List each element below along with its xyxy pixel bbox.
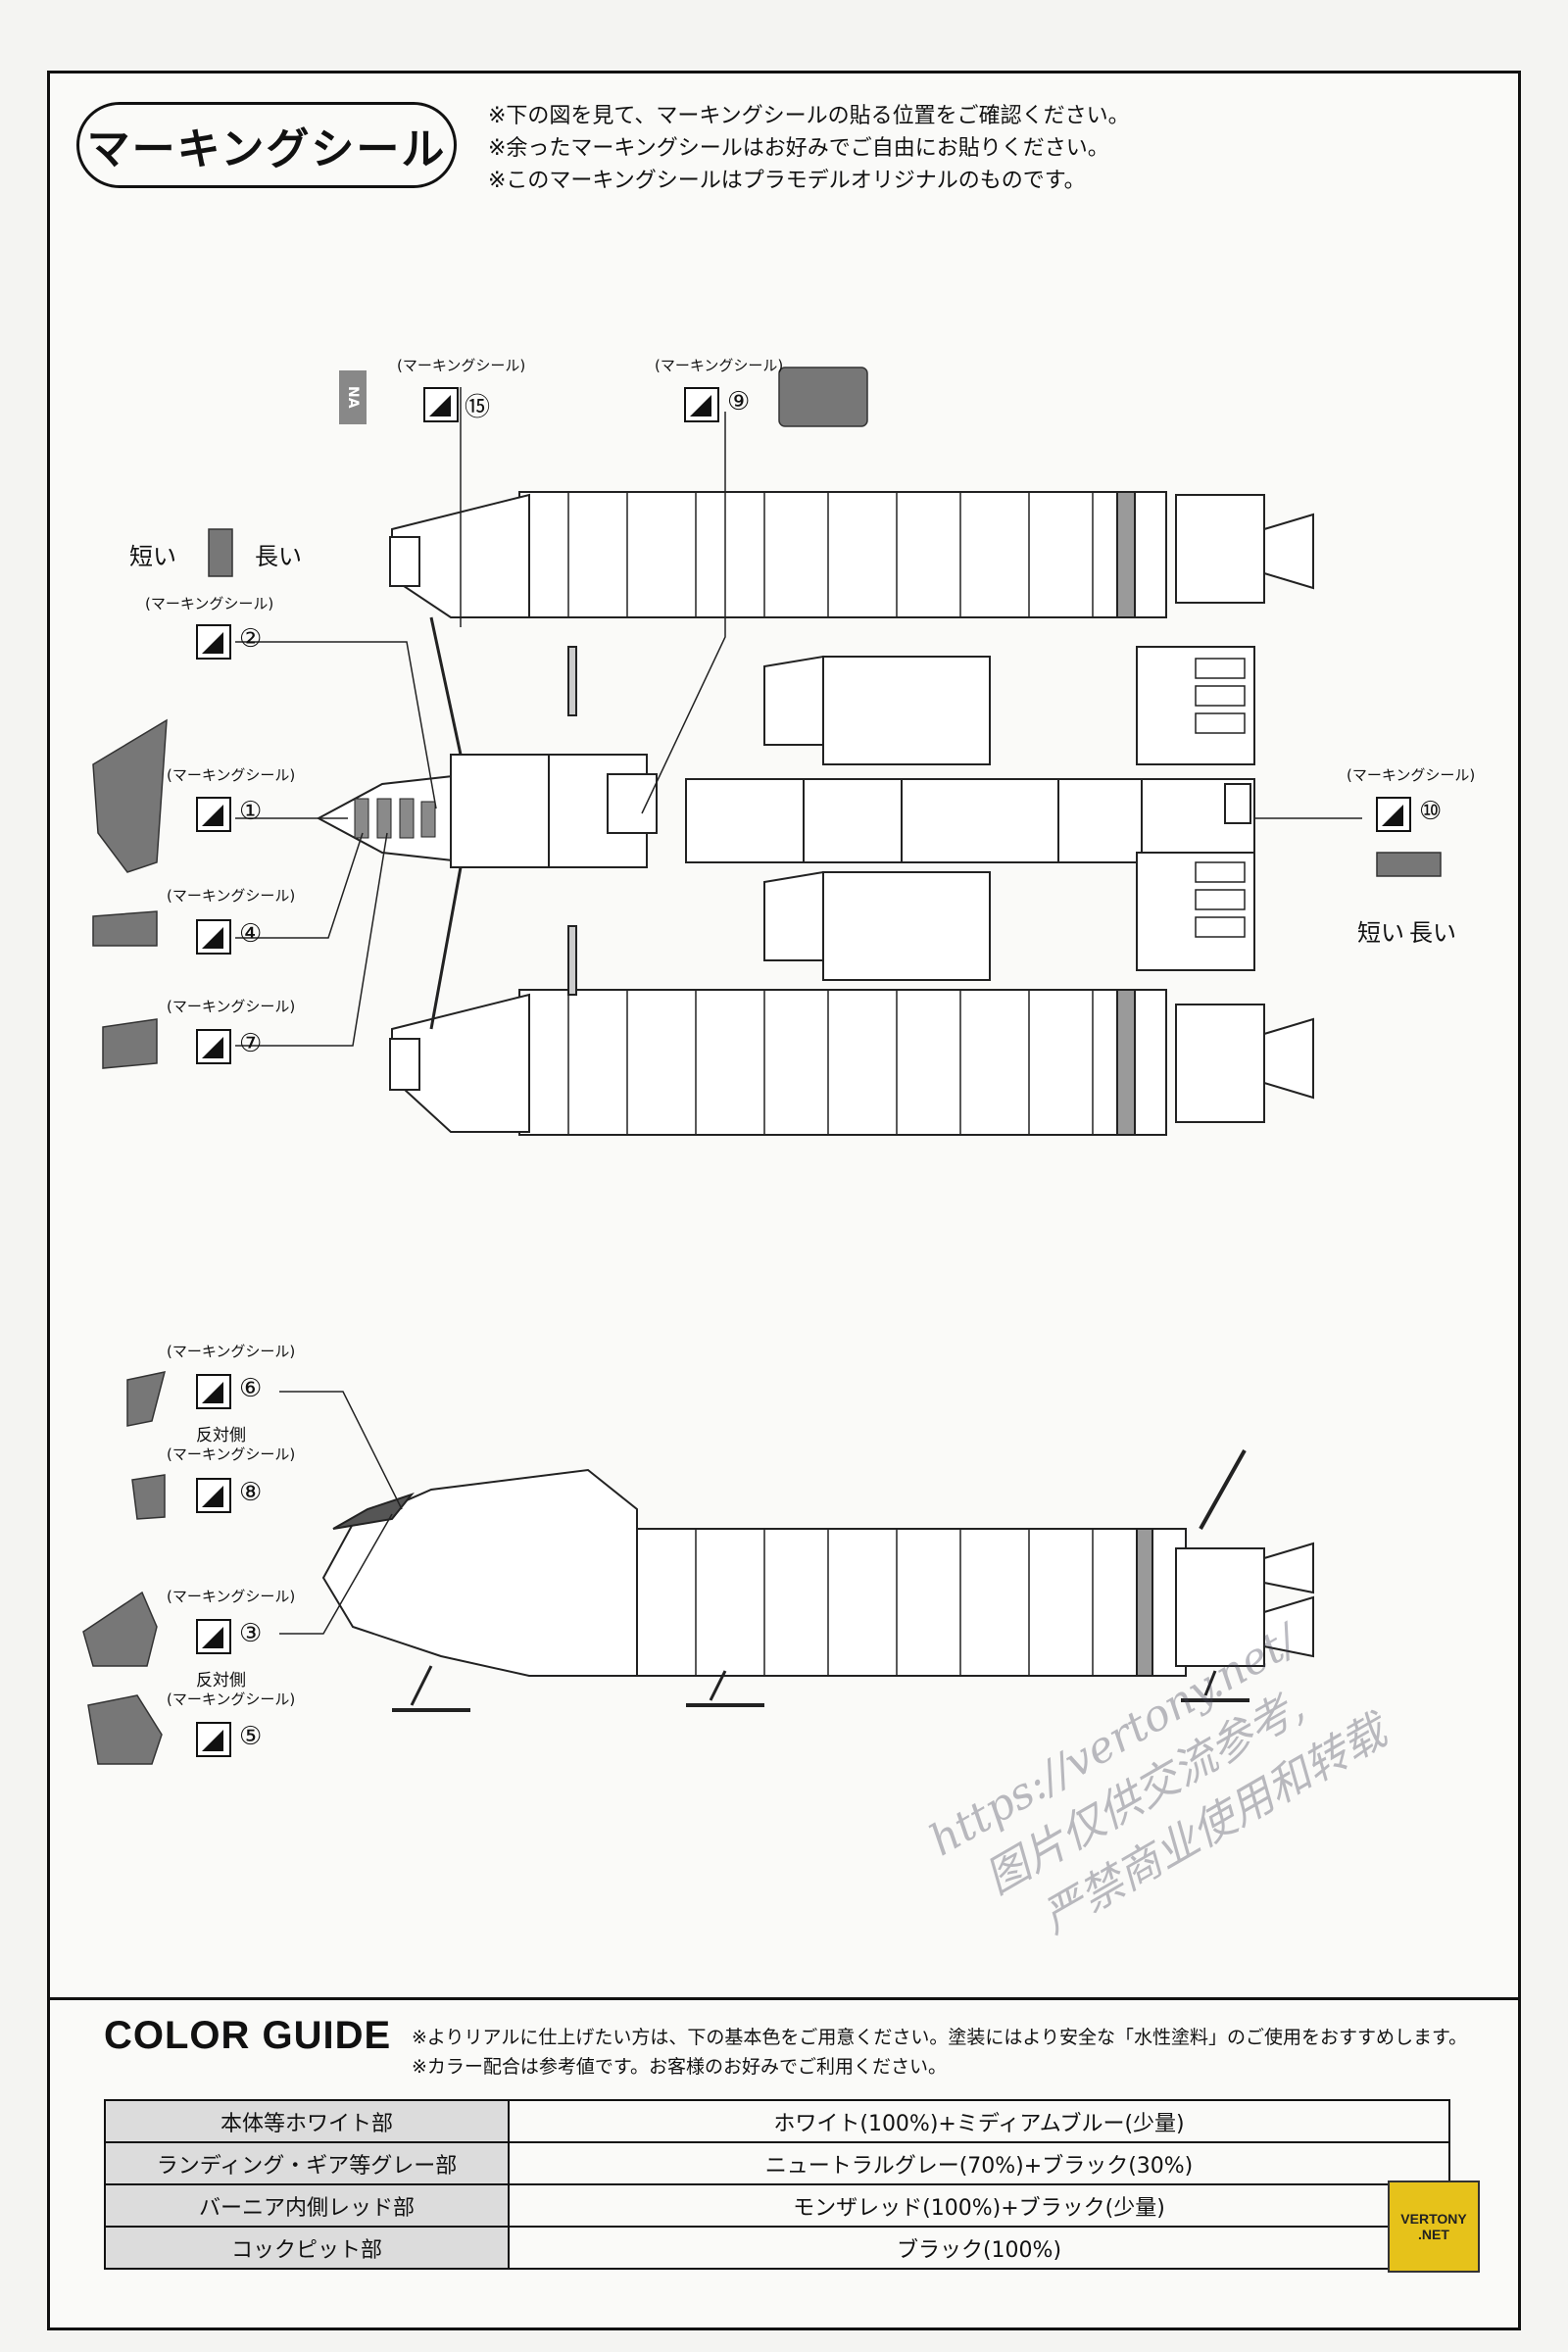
sticker-label: (マーキングシール) [167, 887, 296, 905]
logo-text: .NET [1418, 2227, 1449, 2242]
page-frame [47, 71, 1521, 2330]
sticker-label: (マーキングシール) [655, 357, 784, 374]
marking-title: マーキングシール [76, 102, 457, 188]
sticker-shape-4 [92, 910, 158, 947]
opposite-label: 反対側 [196, 1426, 246, 1446]
mix-cell: ホワイト(100%)+ミディアムブルー(少量) [508, 2099, 1450, 2143]
part-cell: ランディング・ギア等グレー部 [104, 2141, 510, 2185]
mix-cell: モンザレッド(100%)+ブラック(少量) [508, 2183, 1450, 2228]
na-logo-text: NA [345, 386, 361, 409]
sticker-label: (マーキングシール) [167, 1690, 296, 1708]
sticker-icon [196, 624, 231, 660]
sticker-icon [1376, 797, 1411, 832]
color-guide-note: ※よりリアルに仕上げたい方は、下の基本色をご用意ください。塗装にはより安全な「水… [412, 2027, 1468, 2048]
marking-title-text: マーキングシール [86, 124, 447, 174]
sticker-icon [196, 1722, 231, 1757]
sticker-shape-9 [778, 367, 868, 427]
sticker-label: (マーキングシール) [167, 1588, 296, 1605]
part-cell: 本体等ホワイト部 [104, 2099, 510, 2143]
part-cell: バーニア内側レッド部 [104, 2183, 510, 2228]
sticker-shape-2 [208, 528, 233, 577]
table-row: ランディング・ギア等グレー部 ニュートラルグレー(70%)+ブラック(30%) [104, 2141, 1450, 2185]
table-row: コックピット部 ブラック(100%) [104, 2226, 1450, 2270]
upper-pod [518, 491, 1167, 618]
section-separator [47, 1997, 1521, 2000]
sticker-icon [196, 1619, 231, 1654]
sticker-number: ② [239, 624, 263, 654]
sticker-shape-6 [126, 1371, 167, 1427]
color-guide-table: 本体等ホワイト部 ホワイト(100%)+ミディアムブルー(少量) ランディング・… [104, 2099, 1450, 2270]
sticker-shape-3 [82, 1591, 158, 1667]
color-guide-title: COLOR GUIDE [104, 2014, 392, 2057]
marking-note: ※余ったマーキングシールはお好みでご自由にお貼りください。 [488, 136, 1109, 161]
mix-cell: ブラック(100%) [508, 2226, 1450, 2270]
sticker-shape-7 [102, 1018, 158, 1069]
sticker-number: ⑥ [239, 1374, 263, 1403]
sticker-number: ⑨ [727, 387, 751, 416]
na-logo-sticker: NA [339, 370, 367, 424]
ship-diagram [82, 367, 1442, 1765]
logo-text: VERTONY [1400, 2211, 1467, 2227]
sticker-shape-1 [92, 718, 168, 873]
sticker-label: (マーキングシール) [167, 1343, 296, 1360]
sticker-label: (マーキングシール) [1347, 766, 1476, 784]
sticker-label: (マーキングシール) [167, 998, 296, 1015]
sticker-number: ⑤ [239, 1722, 263, 1751]
sticker-icon [196, 1374, 231, 1409]
side-view [321, 1449, 1314, 1712]
table-row: バーニア内側レッド部 モンザレッド(100%)+ブラック(少量) [104, 2183, 1450, 2228]
sticker-number: ④ [239, 919, 263, 949]
color-guide-notes: ※よりリアルに仕上げたい方は、下の基本色をご用意ください。塗装にはより安全な「水… [412, 2023, 1467, 2082]
lower-pod [518, 989, 1167, 1136]
sticker-number: ① [239, 797, 263, 826]
short-label: 短い [1357, 919, 1404, 947]
marking-note: ※下の図を見て、マーキングシールの貼る位置をご確認ください。 [488, 104, 1130, 128]
sticker-shape-10 [1376, 852, 1442, 877]
marking-notes: ※下の図を見て、マーキングシールの貼る位置をご確認ください。 ※余ったマーキング… [488, 100, 1130, 197]
sticker-icon [196, 1478, 231, 1513]
sticker-icon [196, 797, 231, 832]
sticker-shape-8 [131, 1474, 166, 1520]
sticker-number: ⑩ [1419, 797, 1443, 826]
sticker-label: (マーキングシール) [397, 357, 526, 374]
sticker-number: ⑮ [465, 393, 491, 422]
sticker-number: ⑧ [239, 1478, 263, 1507]
vertony-logo: VERTONY .NET [1388, 2180, 1480, 2273]
sticker-label: (マーキングシール) [145, 595, 274, 612]
marking-note: ※このマーキングシールはプラモデルオリジナルのものです。 [488, 169, 1086, 193]
sticker-icon [684, 387, 719, 422]
part-cell: コックピット部 [104, 2226, 510, 2270]
sticker-label: (マーキングシール) [167, 766, 296, 784]
sticker-label: (マーキングシール) [167, 1446, 296, 1463]
color-guide-note: ※カラー配合は参考値です。お客様のお好みでご利用ください。 [412, 2056, 948, 2078]
sticker-icon [423, 387, 459, 422]
mix-cell: ニュートラルグレー(70%)+ブラック(30%) [508, 2141, 1450, 2185]
sticker-shape-5 [87, 1694, 163, 1765]
opposite-label: 反対側 [196, 1671, 246, 1690]
sticker-icon [196, 919, 231, 955]
long-label: 長い [1409, 919, 1456, 947]
table-row: 本体等ホワイト部 ホワイト(100%)+ミディアムブルー(少量) [104, 2099, 1450, 2143]
long-label: 長い [255, 543, 302, 570]
sticker-icon [196, 1029, 231, 1064]
sticker-number: ⑦ [239, 1029, 263, 1058]
short-label: 短い [129, 543, 176, 570]
sticker-number: ③ [239, 1619, 263, 1648]
